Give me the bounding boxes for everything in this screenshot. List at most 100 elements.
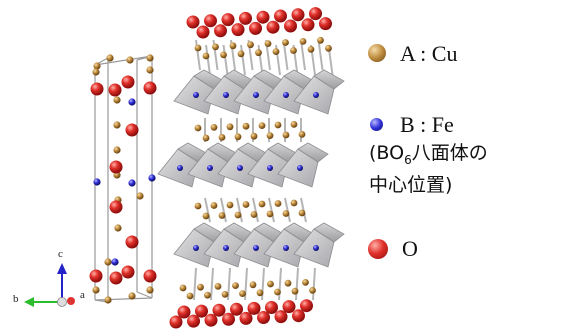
iron-atom [237,165,243,171]
oxygen-atom [125,235,139,249]
bond-line [268,197,275,223]
oxygen-atom [292,309,305,323]
oxygen-atom [109,271,123,285]
copper-atom [126,56,134,64]
atoms [89,7,332,329]
oxygen-atom [125,123,139,137]
oxygen-atom [230,302,243,316]
bond-line [284,197,291,223]
oxygen-atom [300,299,313,313]
oxygen-atom [121,265,135,279]
copper-atom [202,212,210,220]
oxygen-atom [239,311,253,325]
copper-atom [298,131,306,138]
oxygen-atom [143,81,157,95]
oxygen-atom [109,160,123,174]
oxygen-atom [177,305,191,319]
copper-atom [113,146,121,154]
legend-label-o: O [402,236,418,261]
copper-atom [274,288,281,296]
copper-atom [255,49,262,57]
bond-line [278,267,282,301]
copper-atom [290,199,298,207]
oxygen-atom [143,269,157,283]
oxygen-atom [204,14,217,28]
oxygen-atom [274,9,287,23]
oxygen-atom [222,312,235,326]
copper-atom [258,122,266,129]
octahedron-face [313,69,345,90]
iron-atom [223,245,229,251]
copper-atom [226,123,234,131]
copper-atom [226,201,234,209]
oxygen-atom [108,83,122,97]
fe-atom-icon [370,118,383,131]
copper-atom [317,36,324,44]
oxygen-atom [121,75,135,89]
oxygen-atom [257,311,270,324]
oxygen-atom [187,314,200,328]
copper-atom [242,201,250,208]
legend-item-fe: B : Fe (BO6八面体の 中心位置) [368,111,488,198]
copper-atom [267,280,274,288]
copper-atom [266,210,274,218]
copper-atom [237,50,245,58]
copper-atom [282,210,290,217]
axis-b-label: b [13,293,19,305]
copper-atom [299,38,307,45]
oxygen-atom [309,7,322,21]
oxygen-atom [319,17,332,31]
legend-label-cu: A : Cu [400,41,458,66]
axis-b-arrow-icon [24,297,34,307]
iron-atom [193,92,199,98]
copper-atom [220,51,227,59]
copper-atom [302,279,309,286]
copper-atom [210,202,218,209]
copper-atom [104,296,112,304]
copper-atom [194,44,202,52]
octahedra-layers [157,69,345,268]
copper-atom [256,289,264,297]
bond-line [204,197,211,223]
o-atom-icon [368,239,388,259]
oxygen-atom [282,300,296,314]
bond-line [222,44,229,76]
oxygen-atom [249,21,262,35]
oxygen-atom [169,315,183,329]
copper-atom [218,134,226,141]
octahedron-face [313,222,345,243]
legend-item-o: O [368,235,418,262]
copper-atom [146,54,154,62]
iron-atom [93,178,101,186]
copper-atom [146,286,154,294]
bond-line [312,267,316,301]
oxygen-atom [274,310,288,324]
bond-line [252,197,259,223]
copper-atom [128,292,136,300]
copper-atom [218,212,226,219]
bond-line [220,197,227,223]
copper-atom [247,41,254,49]
bond-line [295,267,299,301]
legend-note-line2: 中心位置) [369,173,453,196]
oxygen-atom [195,304,208,318]
copper-atom [146,66,154,74]
copper-atom [232,282,239,289]
copper-atom [258,200,266,208]
iron-atom [177,165,183,171]
iron-atom [253,245,259,251]
iron-atom [111,258,119,266]
axis-a-label: a [80,289,85,301]
legend-note-sub: 6 [404,152,412,167]
bond-line [240,44,246,76]
oxygen-atom [266,20,280,34]
axis-c-label: c [58,248,63,260]
octahedron-face [297,142,329,163]
copper-atom [179,284,187,292]
oxygen-atom [265,301,278,314]
axis-indicator [24,263,75,307]
copper-atom [92,68,100,76]
oxygen-atom [231,23,245,37]
copper-atom [92,286,100,294]
unit-cell [94,55,153,303]
